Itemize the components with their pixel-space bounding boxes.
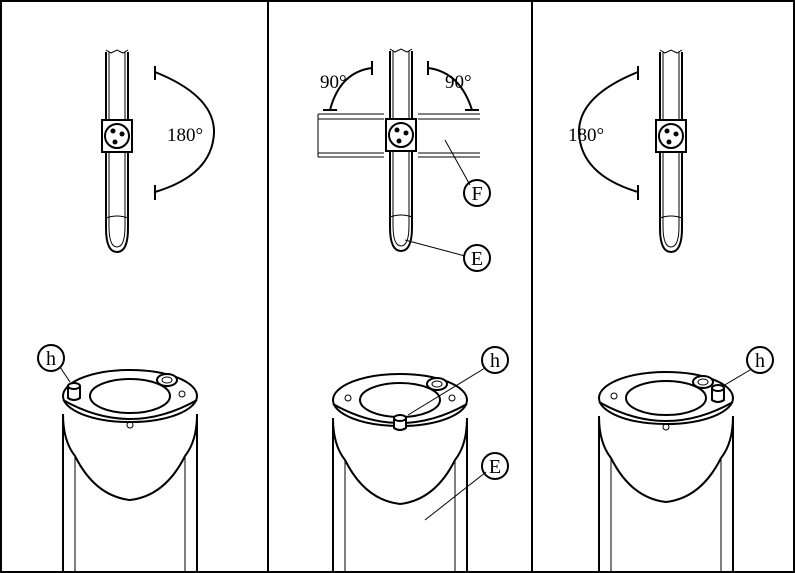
callout-h-left (37, 344, 65, 372)
rail-f (317, 113, 480, 158)
angle-label-90-right: 90° (445, 72, 472, 93)
callout-f-label: F (471, 183, 482, 205)
left-panel: 180° h (37, 49, 216, 572)
rotation-arc-180 (577, 71, 639, 193)
angle-label-180: 180° (167, 125, 203, 146)
right-panel: 180° h (568, 49, 774, 573)
callout-h-label: h (755, 350, 765, 372)
callout-f (463, 179, 491, 207)
callout-e-label: E (489, 456, 501, 478)
middle-panel: 90° 90° F E h E (317, 48, 509, 573)
callout-h-middle (481, 346, 509, 374)
column-left (62, 369, 198, 572)
callout-h-label: h (46, 348, 56, 370)
arm-left (101, 49, 133, 253)
rotation-arc-180 (154, 71, 216, 193)
arm-right (655, 49, 687, 253)
rotation-arc-90-left (329, 67, 373, 111)
column-right (598, 371, 734, 573)
callout-e-upper (463, 244, 491, 272)
callout-e-lower (481, 452, 509, 480)
rotation-arc-90-right (427, 67, 473, 111)
column-middle (332, 373, 468, 573)
arm-middle (385, 48, 417, 252)
callout-e-label: E (471, 248, 483, 270)
angle-label-90-left: 90° (320, 72, 347, 93)
callout-h-label: h (490, 350, 500, 372)
angle-label-180: 180° (568, 125, 604, 146)
callout-h-right (746, 346, 774, 374)
